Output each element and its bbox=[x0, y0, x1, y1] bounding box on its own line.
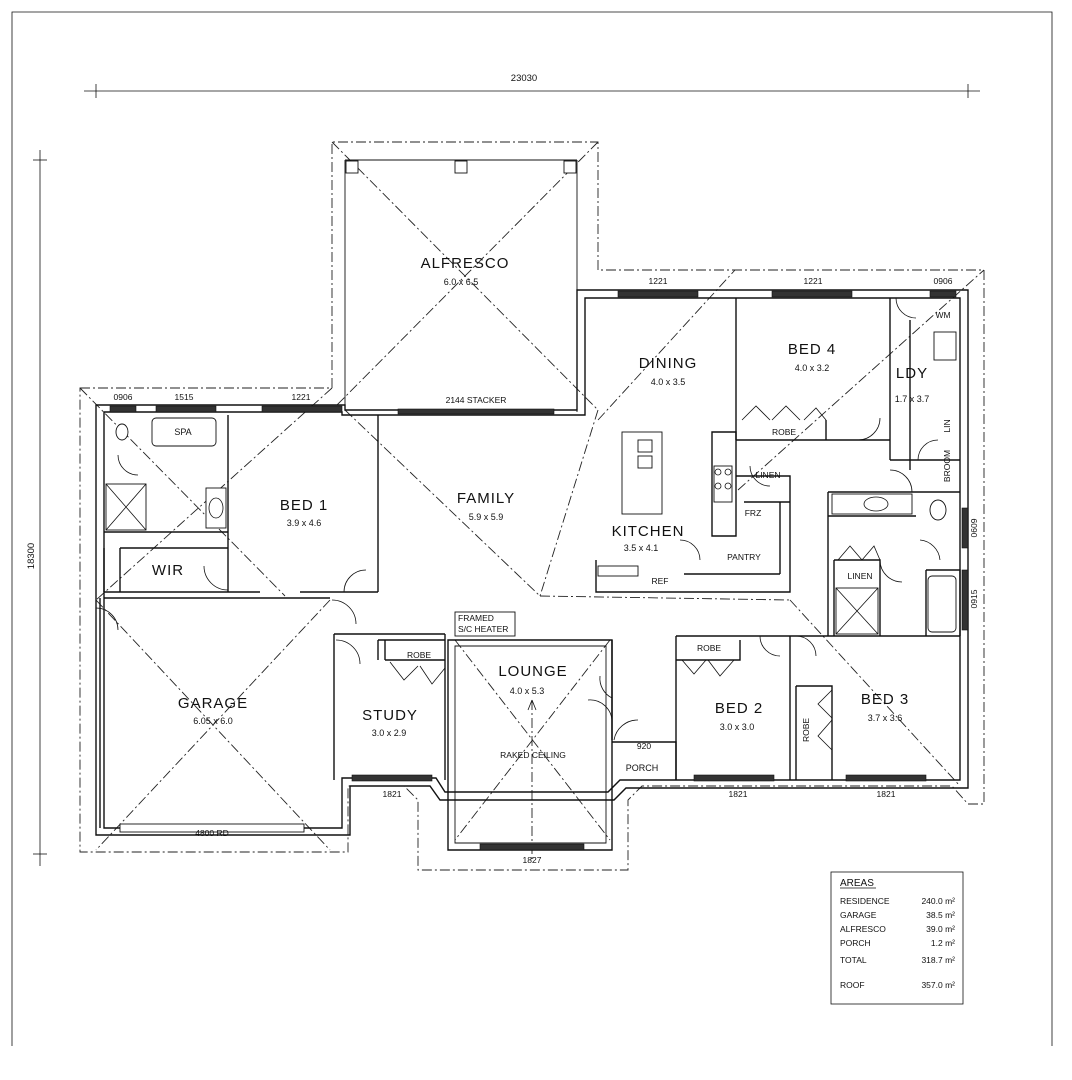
external-walls bbox=[95, 289, 969, 851]
room-size: 3.0 x 2.9 bbox=[372, 728, 407, 738]
areas-row-label: GARAGE bbox=[840, 910, 877, 920]
opening-label: 0609 bbox=[969, 518, 979, 537]
robe-label: ROBE bbox=[772, 427, 796, 437]
room-name: ALFRESCO bbox=[421, 255, 510, 272]
areas-row-label: PORCH bbox=[840, 938, 871, 948]
fixture-labels: SPA WIR ROBE ROBE ROBE ROBE LINEN LINEN … bbox=[152, 310, 952, 838]
raked-ceiling-label: RAKED CEILING bbox=[500, 750, 566, 760]
room-name: BED 2 bbox=[715, 700, 763, 717]
raked-ceiling-arrow bbox=[527, 699, 537, 711]
stacker-label: 2144 STACKER bbox=[446, 395, 507, 405]
opening-label: 1515 bbox=[175, 392, 194, 402]
room-name: LOUNGE bbox=[498, 663, 567, 680]
alfresco-structure bbox=[344, 159, 578, 412]
opening-label: 1821 bbox=[729, 789, 748, 799]
garage-door-label: 4800 RD bbox=[195, 828, 229, 838]
areas-row-label: ALFRESCO bbox=[840, 924, 886, 934]
robe-label: ROBE bbox=[407, 650, 431, 660]
spa-label: SPA bbox=[174, 427, 191, 437]
robe-label: ROBE bbox=[697, 643, 721, 653]
depth-dimension-label: 18300 bbox=[26, 543, 37, 569]
room-size: 3.5 x 4.1 bbox=[624, 543, 659, 553]
room-name: DINING bbox=[639, 355, 698, 372]
areas-row-value: 357.0 m² bbox=[921, 980, 955, 990]
room-size: 3.7 x 3.6 bbox=[868, 713, 903, 723]
opening-label: 1221 bbox=[804, 276, 823, 286]
robe-label: ROBE bbox=[801, 718, 811, 742]
width-dimension: 23030 bbox=[84, 73, 980, 98]
room-name: BED 4 bbox=[788, 341, 836, 358]
room-name: GARAGE bbox=[178, 695, 248, 712]
opening-label: 920 bbox=[637, 741, 651, 751]
ensuite-fixtures bbox=[105, 417, 227, 531]
frz-label: FRZ bbox=[745, 508, 762, 518]
heater-box bbox=[454, 611, 516, 637]
room-name: BED 3 bbox=[861, 691, 909, 708]
room-size: 4.0 x 3.2 bbox=[795, 363, 830, 373]
wir-label: WIR bbox=[152, 562, 184, 579]
areas-title: AREAS bbox=[840, 878, 874, 889]
areas-row-value: 318.7 m² bbox=[921, 955, 955, 965]
room-name: STUDY bbox=[362, 707, 418, 724]
room-name: KITCHEN bbox=[612, 523, 685, 540]
linen-label: LINEN bbox=[847, 571, 872, 581]
room-size: 4.0 x 5.3 bbox=[510, 686, 545, 696]
broom-label: BROOM bbox=[942, 450, 952, 482]
linen-label: LINEN bbox=[755, 470, 780, 480]
areas-row-label: ROOF bbox=[840, 980, 865, 990]
pantry-label: PANTRY bbox=[727, 552, 761, 562]
sheet-border bbox=[11, 11, 1053, 1046]
depth-dimension: 18300 bbox=[26, 150, 47, 866]
opening-label: 1821 bbox=[383, 789, 402, 799]
lin-label: LIN bbox=[942, 419, 952, 432]
room-size: 5.9 x 5.9 bbox=[469, 512, 504, 522]
room-size: 6.05 x 6.0 bbox=[193, 716, 233, 726]
room-size: 4.0 x 3.5 bbox=[651, 377, 686, 387]
areas-row-value: 38.5 m² bbox=[926, 910, 955, 920]
heater-label-2: S/C HEATER bbox=[458, 624, 508, 634]
bathroom-fixtures bbox=[831, 331, 957, 635]
areas-row-value: 240.0 m² bbox=[921, 896, 955, 906]
room-labels: ALFRESCO 6.0 x 6.5 DINING 4.0 x 3.5 BED … bbox=[178, 255, 929, 738]
opening-label: 1821 bbox=[877, 789, 896, 799]
room-name: FAMILY bbox=[457, 490, 515, 507]
opening-label: 1221 bbox=[292, 392, 311, 402]
room-name: LDY bbox=[896, 365, 928, 382]
room-name: BED 1 bbox=[280, 497, 328, 514]
opening-label: 0906 bbox=[934, 276, 953, 286]
opening-label: 1221 bbox=[649, 276, 668, 286]
heater-label-1: FRAMED bbox=[458, 613, 494, 623]
opening-label: 0906 bbox=[114, 392, 133, 402]
areas-row-label: TOTAL bbox=[840, 955, 867, 965]
ref-label: REF bbox=[652, 576, 669, 586]
windows bbox=[109, 290, 969, 851]
internal-walls bbox=[99, 298, 961, 828]
doors bbox=[95, 297, 941, 751]
room-size: 3.9 x 4.6 bbox=[287, 518, 322, 528]
room-size: 6.0 x 6.5 bbox=[444, 277, 479, 287]
opening-labels: 0906 1515 1221 1221 1221 0906 0609 0915 … bbox=[114, 276, 979, 865]
kitchen-fixtures bbox=[597, 431, 733, 577]
porch-label: PORCH bbox=[626, 763, 659, 773]
room-size: 1.7 x 3.7 bbox=[895, 394, 930, 404]
wm-label: WM bbox=[935, 310, 950, 320]
areas-row-label: RESIDENCE bbox=[840, 896, 890, 906]
room-size: 3.0 x 3.0 bbox=[720, 722, 755, 732]
areas-table: AREAS RESIDENCE 240.0 m² GARAGE 38.5 m² … bbox=[830, 871, 964, 1005]
areas-row-value: 39.0 m² bbox=[926, 924, 955, 934]
opening-label: 1827 bbox=[523, 855, 542, 865]
opening-label: 0915 bbox=[969, 589, 979, 608]
areas-row-value: 1.2 m² bbox=[931, 938, 955, 948]
width-dimension-label: 23030 bbox=[511, 73, 537, 84]
